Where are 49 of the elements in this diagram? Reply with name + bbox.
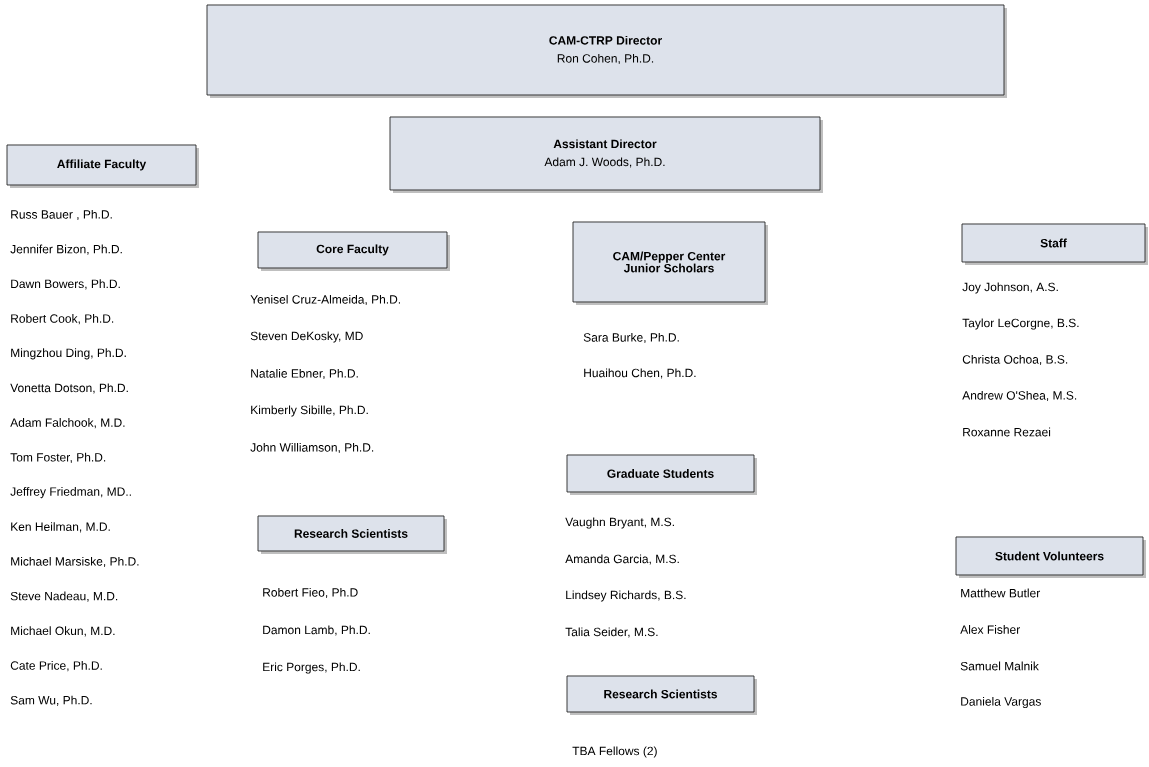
member-name: Ken Heilman, M.D. (11, 522, 110, 533)
member-name: Cate Price, Ph.D. (10, 661, 102, 672)
member-name: Steven DeKosky, MD (250, 331, 363, 343)
member-name: Michael Okun, M.D. (11, 626, 115, 637)
group-header-box: Assistant Director Adam J. Woods, Ph.D. (389, 116, 823, 193)
member-name: Jeffrey Friedman, MD.. (10, 487, 131, 499)
member-name: Tom Foster, Ph.D. (10, 452, 106, 463)
member-name: John Williamson, Ph.D. (250, 442, 374, 454)
member-name: Talia Seider, M.S. (565, 627, 658, 638)
member-name: Yenisel Cruz-Almeida, Ph.D. (250, 294, 401, 306)
member-name: Eric Porges, Ph.D. (263, 662, 360, 674)
group-header-box: Core Faculty (257, 231, 450, 271)
member-name: Mingzhou Ding, Ph.D. (11, 348, 126, 360)
member-name: Amanda Garcia, M.S. (565, 554, 679, 565)
member-name: Andrew O'Shea, M.S. (962, 390, 1077, 402)
member-name: Michael Marsiske, Ph.D. (11, 556, 139, 568)
member-name: Dawn Bowers, Ph.D. (11, 279, 120, 290)
group-header-box: Student Volunteers (955, 536, 1146, 578)
group-header-box: Graduate Students (566, 454, 757, 495)
member-name: Matthew Butler (961, 588, 1040, 598)
member-name: Roxanne Rezaei (963, 427, 1051, 437)
member-name: Natalie Ebner, Ph.D. (251, 368, 358, 380)
member-name: TBA Fellows (2) (572, 746, 657, 758)
member-name: Robert Fieo, Ph.D (263, 587, 358, 599)
member-name: Steve Nadeau, M.D. (10, 591, 118, 602)
member-name: Vonetta Dotson, Ph.D. (10, 383, 128, 394)
member-name: Christa Ochoa, B.S. (962, 354, 1068, 366)
member-name: Vaughn Bryant, M.S. (565, 517, 674, 529)
group-header-box: Staff (961, 223, 1148, 265)
member-name: Damon Lamb, Ph.D. (263, 625, 370, 636)
member-name: Adam Falchook, M.D. (10, 418, 125, 429)
member-name: Samuel Malnik (960, 661, 1039, 671)
member-name: Sam Wu, Ph.D. (10, 695, 92, 706)
member-name: Jennifer Bizon, Ph.D. (10, 244, 122, 255)
member-name: Taylor LeCorgne, B.S. (962, 318, 1079, 330)
member-name: Lindsey Richards, B.S. (566, 590, 686, 602)
group-header-box: CAM/Pepper Center Junior Scholars (572, 221, 768, 305)
group-header-box: Research Scientists (257, 515, 447, 554)
member-name: Kimberly Sibille, Ph.D. (251, 405, 368, 417)
group-header-box: Research Scientists (566, 675, 757, 715)
member-name: Huaihou Chen, Ph.D. (584, 368, 696, 379)
member-name: Joy Johnson, A.S. (962, 282, 1058, 294)
group-header-box: CAM-CTRP Director Ron Cohen, Ph.D. (206, 4, 1007, 98)
member-name: Russ Bauer , Ph.D. (11, 209, 112, 221)
member-name: Daniela Vargas (961, 696, 1041, 709)
member-name: Sara Burke, Ph.D. (583, 332, 679, 344)
member-name: Alex Fisher (960, 625, 1020, 634)
group-header-box: Affiliate Faculty (6, 144, 199, 188)
member-name: Robert Cook, Ph.D. (11, 314, 114, 325)
